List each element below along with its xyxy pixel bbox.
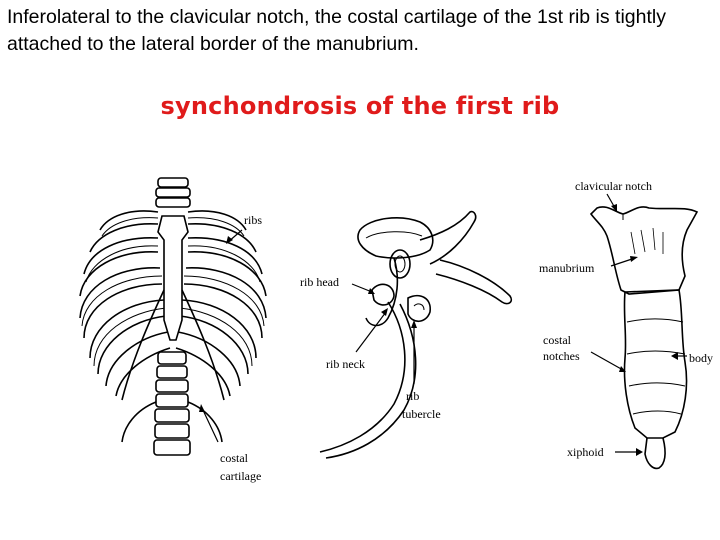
slide-heading: synchondrosis of the first rib	[160, 92, 560, 120]
sternum-drawing: clavicular notch manubrium costal notche…	[539, 179, 713, 470]
rib-vertebra-drawing: rib head rib neck rib tubercle	[300, 210, 513, 459]
body-label: body	[689, 351, 713, 365]
costal-notches-label-line1: costal	[543, 333, 572, 347]
rib-head-label: rib head	[300, 275, 339, 289]
costal-notches-label-line2: notches	[543, 349, 580, 363]
ribs-label: ribs	[244, 213, 262, 227]
rib-vertebra-figure: rib head rib neck rib tubercle	[290, 200, 540, 460]
sternum-figure: clavicular notch manubrium costal notche…	[535, 172, 720, 472]
xiphoid-label: xiphoid	[567, 445, 604, 459]
rib-neck-label: rib neck	[326, 357, 365, 371]
ribcage-figure: ribs costal cartilage	[70, 170, 285, 490]
intro-paragraph: Inferolateral to the clavicular notch, t…	[7, 6, 667, 55]
ribcage-drawing: ribs costal cartilage	[79, 177, 267, 483]
costal-cartilage-arrow	[201, 407, 219, 443]
manubrium-label: manubrium	[539, 261, 595, 275]
rib-tubercle-label-line1: rib	[406, 389, 419, 403]
clavicular-notch-label: clavicular notch	[575, 179, 652, 193]
costal-cartilage-label-line1: costal	[220, 451, 249, 465]
costal-cartilage-label-line2: cartilage	[220, 469, 261, 483]
rib-tubercle-label-line2: tubercle	[402, 407, 441, 421]
